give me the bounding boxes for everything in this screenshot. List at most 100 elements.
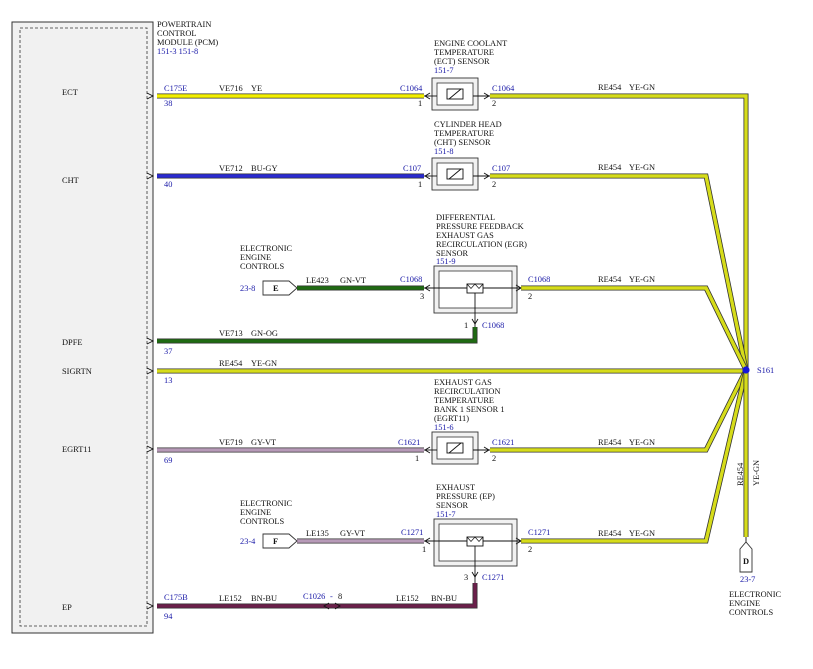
wire-ret1-color: YE-GN (629, 83, 655, 92)
sensor-egrt-conn-right: C1621 (492, 438, 514, 447)
offpage-f-line-3: CONTROLS (240, 517, 285, 526)
pcm-title-line-3: MODULE (PCM) (157, 38, 218, 47)
sensor-cht[interactable] (424, 157, 490, 191)
wire-dpfe[interactable] (157, 327, 478, 344)
wire-down-color: YE-GN (752, 460, 761, 486)
sensor-ep-conn-left: C1271 (401, 528, 423, 537)
pcm-pin-egrt11: 69 (164, 456, 172, 465)
sensor-egr-line-5: SENSOR (436, 249, 469, 258)
wire-cht-color: BU-GY (251, 164, 278, 173)
sensor-egr[interactable] (424, 265, 522, 327)
offpage-d-line-3: CONTROLS (729, 608, 774, 617)
sensor-egr-line-1: DIFFERENTIAL (436, 213, 495, 222)
offpage-f-letter: F (273, 537, 278, 546)
offpage-e-ref: 23-8 (240, 284, 255, 293)
inline-connector-c1026[interactable] (323, 602, 341, 610)
sensor-ect-conn-left: C1064 (400, 84, 423, 93)
sensor-ep[interactable] (424, 518, 522, 583)
wire-ret2-color: YE-GN (629, 163, 655, 172)
splice-label: S161 (757, 366, 774, 375)
sensor-ep-line-3: SENSOR (436, 501, 469, 510)
pcm-signal-ep: EP (62, 603, 72, 612)
wire-ect-color: YE (251, 84, 262, 93)
pcm-signal-dpfe: DPFE (62, 338, 82, 347)
sensor-ect-pin2: 2 (492, 99, 496, 108)
sensor-cht-pin2: 2 (492, 180, 496, 189)
wire-ret3-circuit: RE454 (598, 275, 622, 284)
wire-down-circuit: RE454 (736, 462, 745, 486)
offpage-e-line-1: ELECTRONIC (240, 244, 293, 253)
sensor-ep-line-1: EXHAUST (436, 483, 475, 492)
pcm-pin-sigrtn: 13 (164, 376, 172, 385)
sensor-egr-line-3: EXHAUST GAS (436, 231, 494, 240)
sensor-ep-conn-right: C1271 (528, 528, 550, 537)
sensor-ep-pin2: 2 (528, 545, 532, 554)
inline-connector-label: C1026 (303, 592, 325, 601)
wire-egrt-circuit: VE719 (219, 438, 243, 447)
sensor-egr-pin1: 1 (464, 321, 468, 330)
offpage-d-line-1: ELECTRONIC (729, 590, 782, 599)
wire-ep-a-color: BN-BU (251, 594, 277, 603)
pcm-module[interactable] (11, 21, 154, 634)
sensor-cht-line-2: TEMPERATURE (434, 129, 494, 138)
sensor-egr-line-2: PRESSURE FEEDBACK (436, 222, 524, 231)
inline-connector-dash: - (330, 592, 333, 601)
sensor-egr-conn-left: C1068 (400, 275, 422, 284)
offpage-f-line-2: ENGINE (240, 508, 271, 517)
wire-sigrtn-circuit: RE454 (219, 359, 243, 368)
offpage-d-letter: D (743, 557, 749, 566)
pcm-pin-cht: 40 (164, 180, 172, 189)
sensor-egr-conn-bottom: C1068 (482, 321, 504, 330)
wire-ep-f-circuit: LE135 (306, 529, 329, 538)
wire-returns[interactable] (157, 93, 749, 544)
sensor-egrt-line-1: EXHAUST GAS (434, 378, 492, 387)
offpage-connector-e[interactable] (262, 280, 298, 296)
sensor-egrt-ref: 151-6 (434, 423, 454, 432)
sensor-ect-conn-right: C1064 (492, 84, 515, 93)
offpage-d-line-2: ENGINE (729, 599, 760, 608)
offpage-connector-d[interactable] (739, 537, 753, 573)
pcm-signal-sigrtn: SIGRTN (62, 367, 92, 376)
sensor-ep-line-2: PRESSURE (EP) (436, 492, 495, 501)
sensor-cht-pin1: 1 (418, 180, 422, 189)
sensor-ect[interactable] (424, 77, 490, 111)
pcm-pin-ect: 38 (164, 99, 172, 108)
wire-sigrtn-color: YE-GN (251, 359, 277, 368)
wire-ret1-circuit: RE454 (598, 83, 622, 92)
sensor-cht-ref: 151-8 (434, 147, 454, 156)
sensor-egr-line-4: RECIRCULATION (EGR) (436, 240, 527, 249)
wire-ep-f-color: GY-VT (340, 529, 365, 538)
wire-ep[interactable] (157, 583, 478, 609)
wire-ep-b-circuit: LE152 (396, 594, 419, 603)
wire-cht-circuit: VE712 (219, 164, 243, 173)
wire-ep-a-circuit: LE152 (219, 594, 242, 603)
sensor-ect-pin1: 1 (418, 99, 422, 108)
pcm-pin-ep: 94 (164, 612, 173, 621)
wire-dpfe-color: GN-OG (251, 329, 278, 338)
sensor-egrt-line-4: BANK 1 SENSOR 1 (434, 405, 505, 414)
sensor-egrt-pin1: 1 (415, 454, 419, 463)
wire-ret2-circuit: RE454 (598, 163, 622, 172)
offpage-e-line-2: ENGINE (240, 253, 271, 262)
pcm-signal-egrt11: EGRT11 (62, 445, 91, 454)
pcm-title-line-1: POWERTRAIN (157, 20, 211, 29)
sensor-egrt[interactable] (424, 431, 490, 465)
sensor-ect-ref: 151-7 (434, 66, 454, 75)
wire-ret3-color: YE-GN (629, 275, 655, 284)
sensor-ect-line-2: TEMPERATURE (434, 48, 494, 57)
pcm-connector-c175e: C175E (164, 84, 187, 93)
pcm-ref: 151-3 151-8 (157, 47, 198, 56)
pcm-terminals (146, 92, 155, 610)
sensor-egr-pin2: 2 (528, 292, 532, 301)
sensor-egrt-conn-left: C1621 (398, 438, 420, 447)
sensor-ect-line-1: ENGINE COOLANT (434, 39, 507, 48)
wire-egr-e-color: GN-VT (340, 276, 366, 285)
splice-dot[interactable] (742, 366, 750, 374)
offpage-f-line-1: ELECTRONIC (240, 499, 293, 508)
offpage-connector-f[interactable] (262, 533, 298, 549)
wire-ret5-circuit: RE454 (598, 529, 622, 538)
sensor-egrt-line-3: TEMPERATURE (434, 396, 494, 405)
sensor-egr-ref: 151-9 (436, 257, 456, 266)
sensor-egr-pin3: 3 (420, 292, 424, 301)
